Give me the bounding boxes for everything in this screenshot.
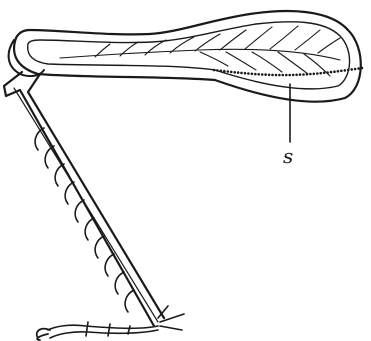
stridulatory-peg bbox=[354, 68, 357, 71]
stridulatory-peg bbox=[271, 74, 274, 77]
stridulatory-peg bbox=[268, 74, 271, 77]
stridulatory-peg bbox=[344, 69, 347, 72]
femur-outline bbox=[14, 11, 361, 102]
tibial-spines bbox=[35, 128, 134, 312]
stridulatory-peg bbox=[261, 73, 264, 76]
stridulatory-peg bbox=[319, 72, 322, 75]
stridulatory-peg bbox=[288, 74, 291, 77]
tibia-back-edge bbox=[28, 74, 164, 318]
stridulatory-peg bbox=[333, 70, 336, 73]
stridulatory-peg bbox=[240, 72, 243, 75]
stridulatory-peg bbox=[337, 70, 340, 73]
stridulatory-peg bbox=[309, 73, 312, 76]
stridulatory-peg bbox=[313, 73, 316, 76]
stridulatory-peg bbox=[244, 72, 247, 75]
tibia-outline bbox=[4, 72, 154, 326]
stridulatory-peg bbox=[292, 74, 295, 77]
stridulatory-peg bbox=[257, 73, 260, 76]
stridulatory-peg bbox=[216, 69, 219, 72]
stridulatory-peg bbox=[223, 70, 226, 73]
stridulatory-peg bbox=[247, 72, 250, 75]
stridulatory-peg bbox=[295, 74, 298, 77]
stridulatory-peg bbox=[299, 73, 302, 76]
stridulatory-peg bbox=[254, 73, 257, 76]
stridulatory-peg bbox=[357, 67, 360, 70]
stridulatory-peg bbox=[316, 72, 319, 75]
stridulatory-peg bbox=[323, 72, 326, 75]
stridulatory-peg bbox=[285, 74, 288, 77]
structure-label-s: s bbox=[283, 146, 293, 166]
tarsus bbox=[48, 322, 158, 338]
stridulatory-peg bbox=[220, 70, 223, 73]
stridulatory-peg bbox=[306, 73, 309, 76]
tibia-inner-line bbox=[14, 88, 158, 322]
stridulatory-peg bbox=[275, 74, 278, 77]
stridulatory-peg bbox=[361, 67, 364, 70]
stridulatory-peg bbox=[213, 69, 216, 72]
apical-spurs bbox=[158, 306, 184, 330]
stridulatory-peg bbox=[326, 71, 329, 74]
stridulatory-peg bbox=[350, 68, 353, 71]
stridulatory-peg bbox=[227, 70, 230, 73]
stridulatory-peg bbox=[233, 71, 236, 74]
stridulatory-peg bbox=[278, 74, 281, 77]
stridulatory-peg bbox=[347, 69, 350, 72]
stridulatory-peg bbox=[251, 73, 254, 76]
stridulatory-pegs bbox=[213, 67, 364, 77]
stridulatory-peg bbox=[282, 74, 285, 77]
stridulatory-peg bbox=[340, 70, 343, 73]
stridulatory-peg bbox=[237, 71, 240, 74]
stridulatory-peg bbox=[330, 71, 333, 74]
stridulatory-peg bbox=[230, 71, 233, 74]
stridulatory-peg bbox=[302, 73, 305, 76]
stridulatory-peg bbox=[264, 73, 267, 76]
